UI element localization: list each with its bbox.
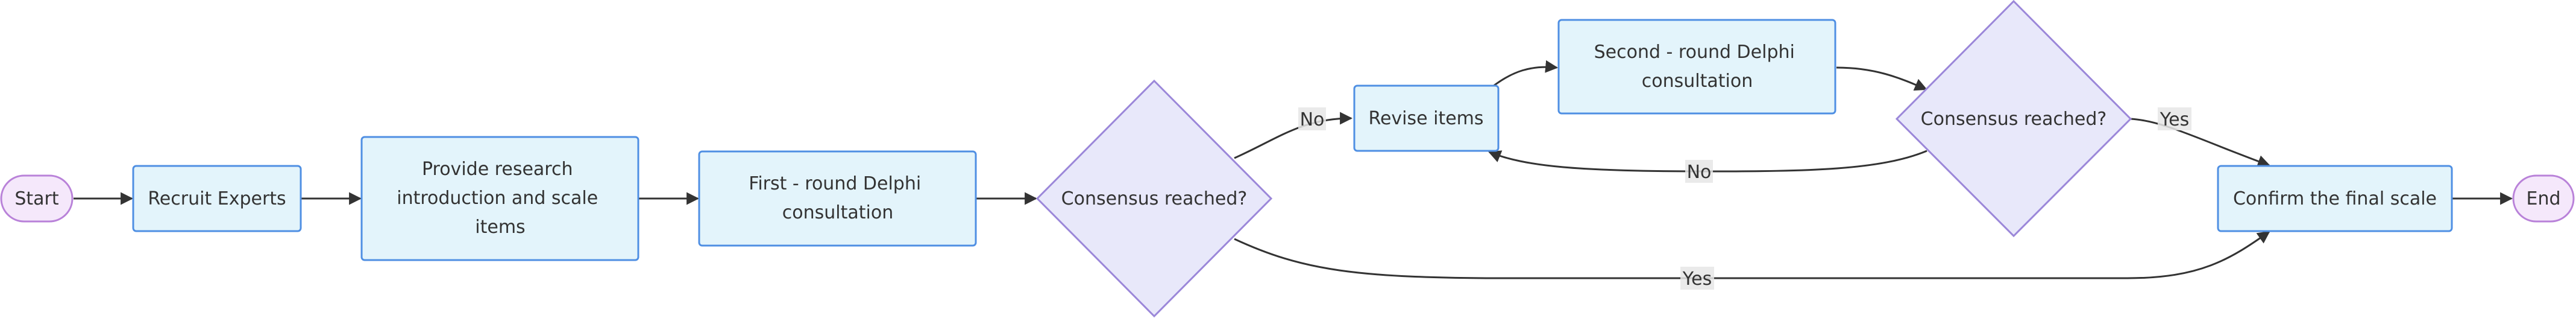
edges: [74, 60, 2513, 279]
edge-label-c1-yes: Yes: [1680, 267, 1714, 290]
revise-items-node[interactable]: Revise items: [1353, 84, 1500, 152]
second-round-delphi-node[interactable]: Second - round Delphi consultation: [1557, 19, 1836, 115]
end-node[interactable]: End: [2512, 174, 2575, 223]
recruit-experts-label: Recruit Experts: [148, 188, 286, 209]
revise-items-label: Revise items: [1368, 108, 1483, 129]
edge-label-c2-yes: Yes: [2158, 107, 2191, 130]
recruit-experts-node[interactable]: Recruit Experts: [132, 165, 302, 232]
consensus-decision-1[interactable]: Consensus reached?: [1035, 79, 1273, 318]
provide-research-line-1: Provide research: [422, 159, 573, 180]
start-node[interactable]: Start: [0, 174, 74, 223]
confirm-final-scale-node[interactable]: Confirm the final scale: [2217, 165, 2453, 232]
provide-research-label: Provide research introduction and scale …: [397, 159, 604, 238]
edge-label-c1-no-text: No: [1300, 109, 1325, 130]
end-label: End: [2526, 188, 2560, 209]
edge-label-c1-no: No: [1298, 107, 1326, 130]
edge-label-c2-no-text: No: [1687, 162, 1712, 183]
consensus-decision-2[interactable]: Consensus reached?: [1895, 0, 2132, 238]
first-round-delphi-line-2: consultation: [782, 202, 893, 223]
consensus-decision-2-label: Consensus reached?: [1921, 109, 2107, 130]
edge-labels: No Yes No Yes: [1298, 107, 2191, 290]
confirm-final-scale-label: Confirm the final scale: [2233, 188, 2437, 209]
first-round-delphi-node[interactable]: First - round Delphi consultation: [698, 150, 977, 247]
edge-consensus2-yes-to-confirm: [2130, 118, 2270, 168]
provide-research-line-3: items: [475, 217, 525, 238]
edge-label-c2-yes-text: Yes: [2160, 109, 2189, 130]
second-round-delphi-line-1: Second - round Delphi: [1594, 42, 1795, 63]
edge-consensus1-no-to-revise: [1234, 112, 1353, 159]
first-round-delphi-line-1: First - round Delphi: [749, 173, 921, 194]
start-label: Start: [14, 188, 59, 209]
edge-second-round-to-consensus2: [1836, 66, 1927, 91]
consensus-decision-1-label: Consensus reached?: [1061, 188, 1248, 209]
second-round-delphi-line-2: consultation: [1642, 71, 1753, 92]
first-round-delphi-label: First - round Delphi consultation: [749, 173, 927, 223]
edge-label-c1-yes-text: Yes: [1682, 269, 1712, 290]
provide-research-node[interactable]: Provide research introduction and scale …: [360, 136, 639, 261]
edge-label-c2-no: No: [1685, 160, 1713, 183]
edge-consensus1-yes-to-confirm: [1234, 231, 2270, 279]
second-round-delphi-label: Second - round Delphi consultation: [1594, 42, 1801, 92]
provide-research-line-2: introduction and scale: [397, 188, 598, 209]
edge-revise-to-second-round: [1492, 60, 1559, 87]
